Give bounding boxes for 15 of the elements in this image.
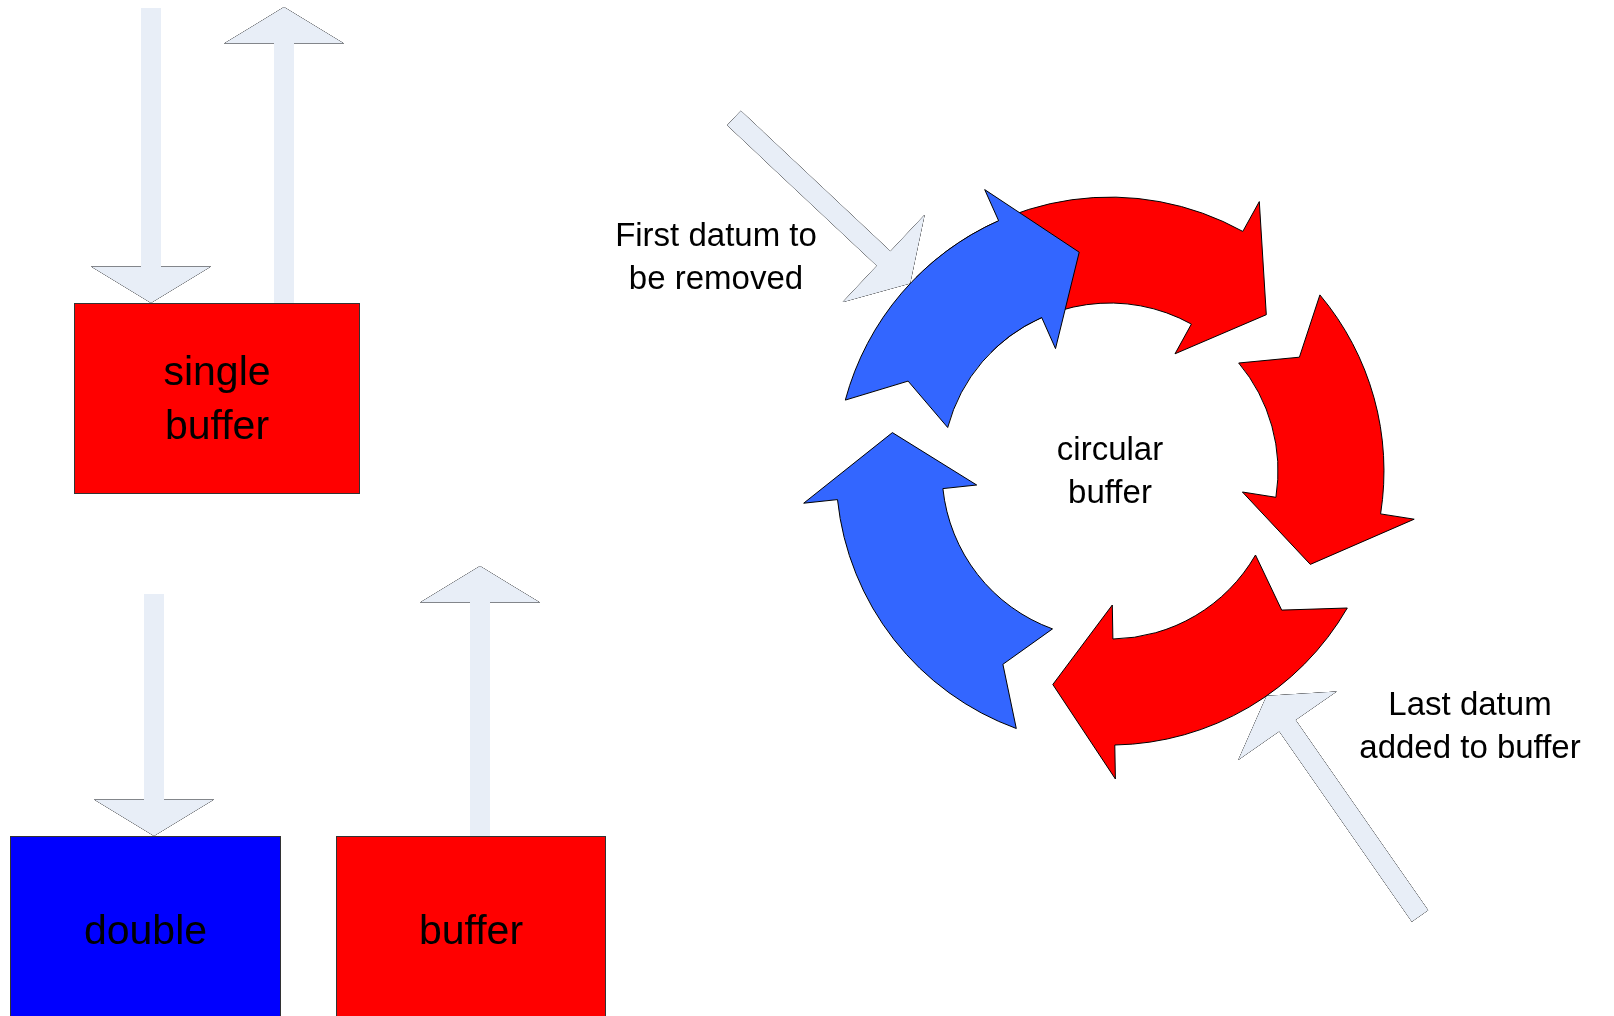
buffer-label: double (83, 906, 208, 956)
buffer-label: circular buffer (1055, 429, 1165, 512)
block-arrow (420, 566, 540, 836)
note-text: Last datum added to buffer (1358, 684, 1582, 767)
buffer-label: buffer (418, 906, 524, 956)
block-arrow (94, 594, 214, 836)
block-arrow (1238, 690, 1429, 922)
buffer-box (336, 836, 606, 1016)
block-arrow (727, 110, 925, 303)
note-text: First datum to be removed (614, 215, 818, 298)
block-arrow (224, 7, 344, 303)
buffer-label: single buffer (162, 347, 272, 450)
block-arrow (91, 8, 211, 303)
buffer-box (10, 836, 281, 1016)
buffer-box (74, 303, 360, 494)
